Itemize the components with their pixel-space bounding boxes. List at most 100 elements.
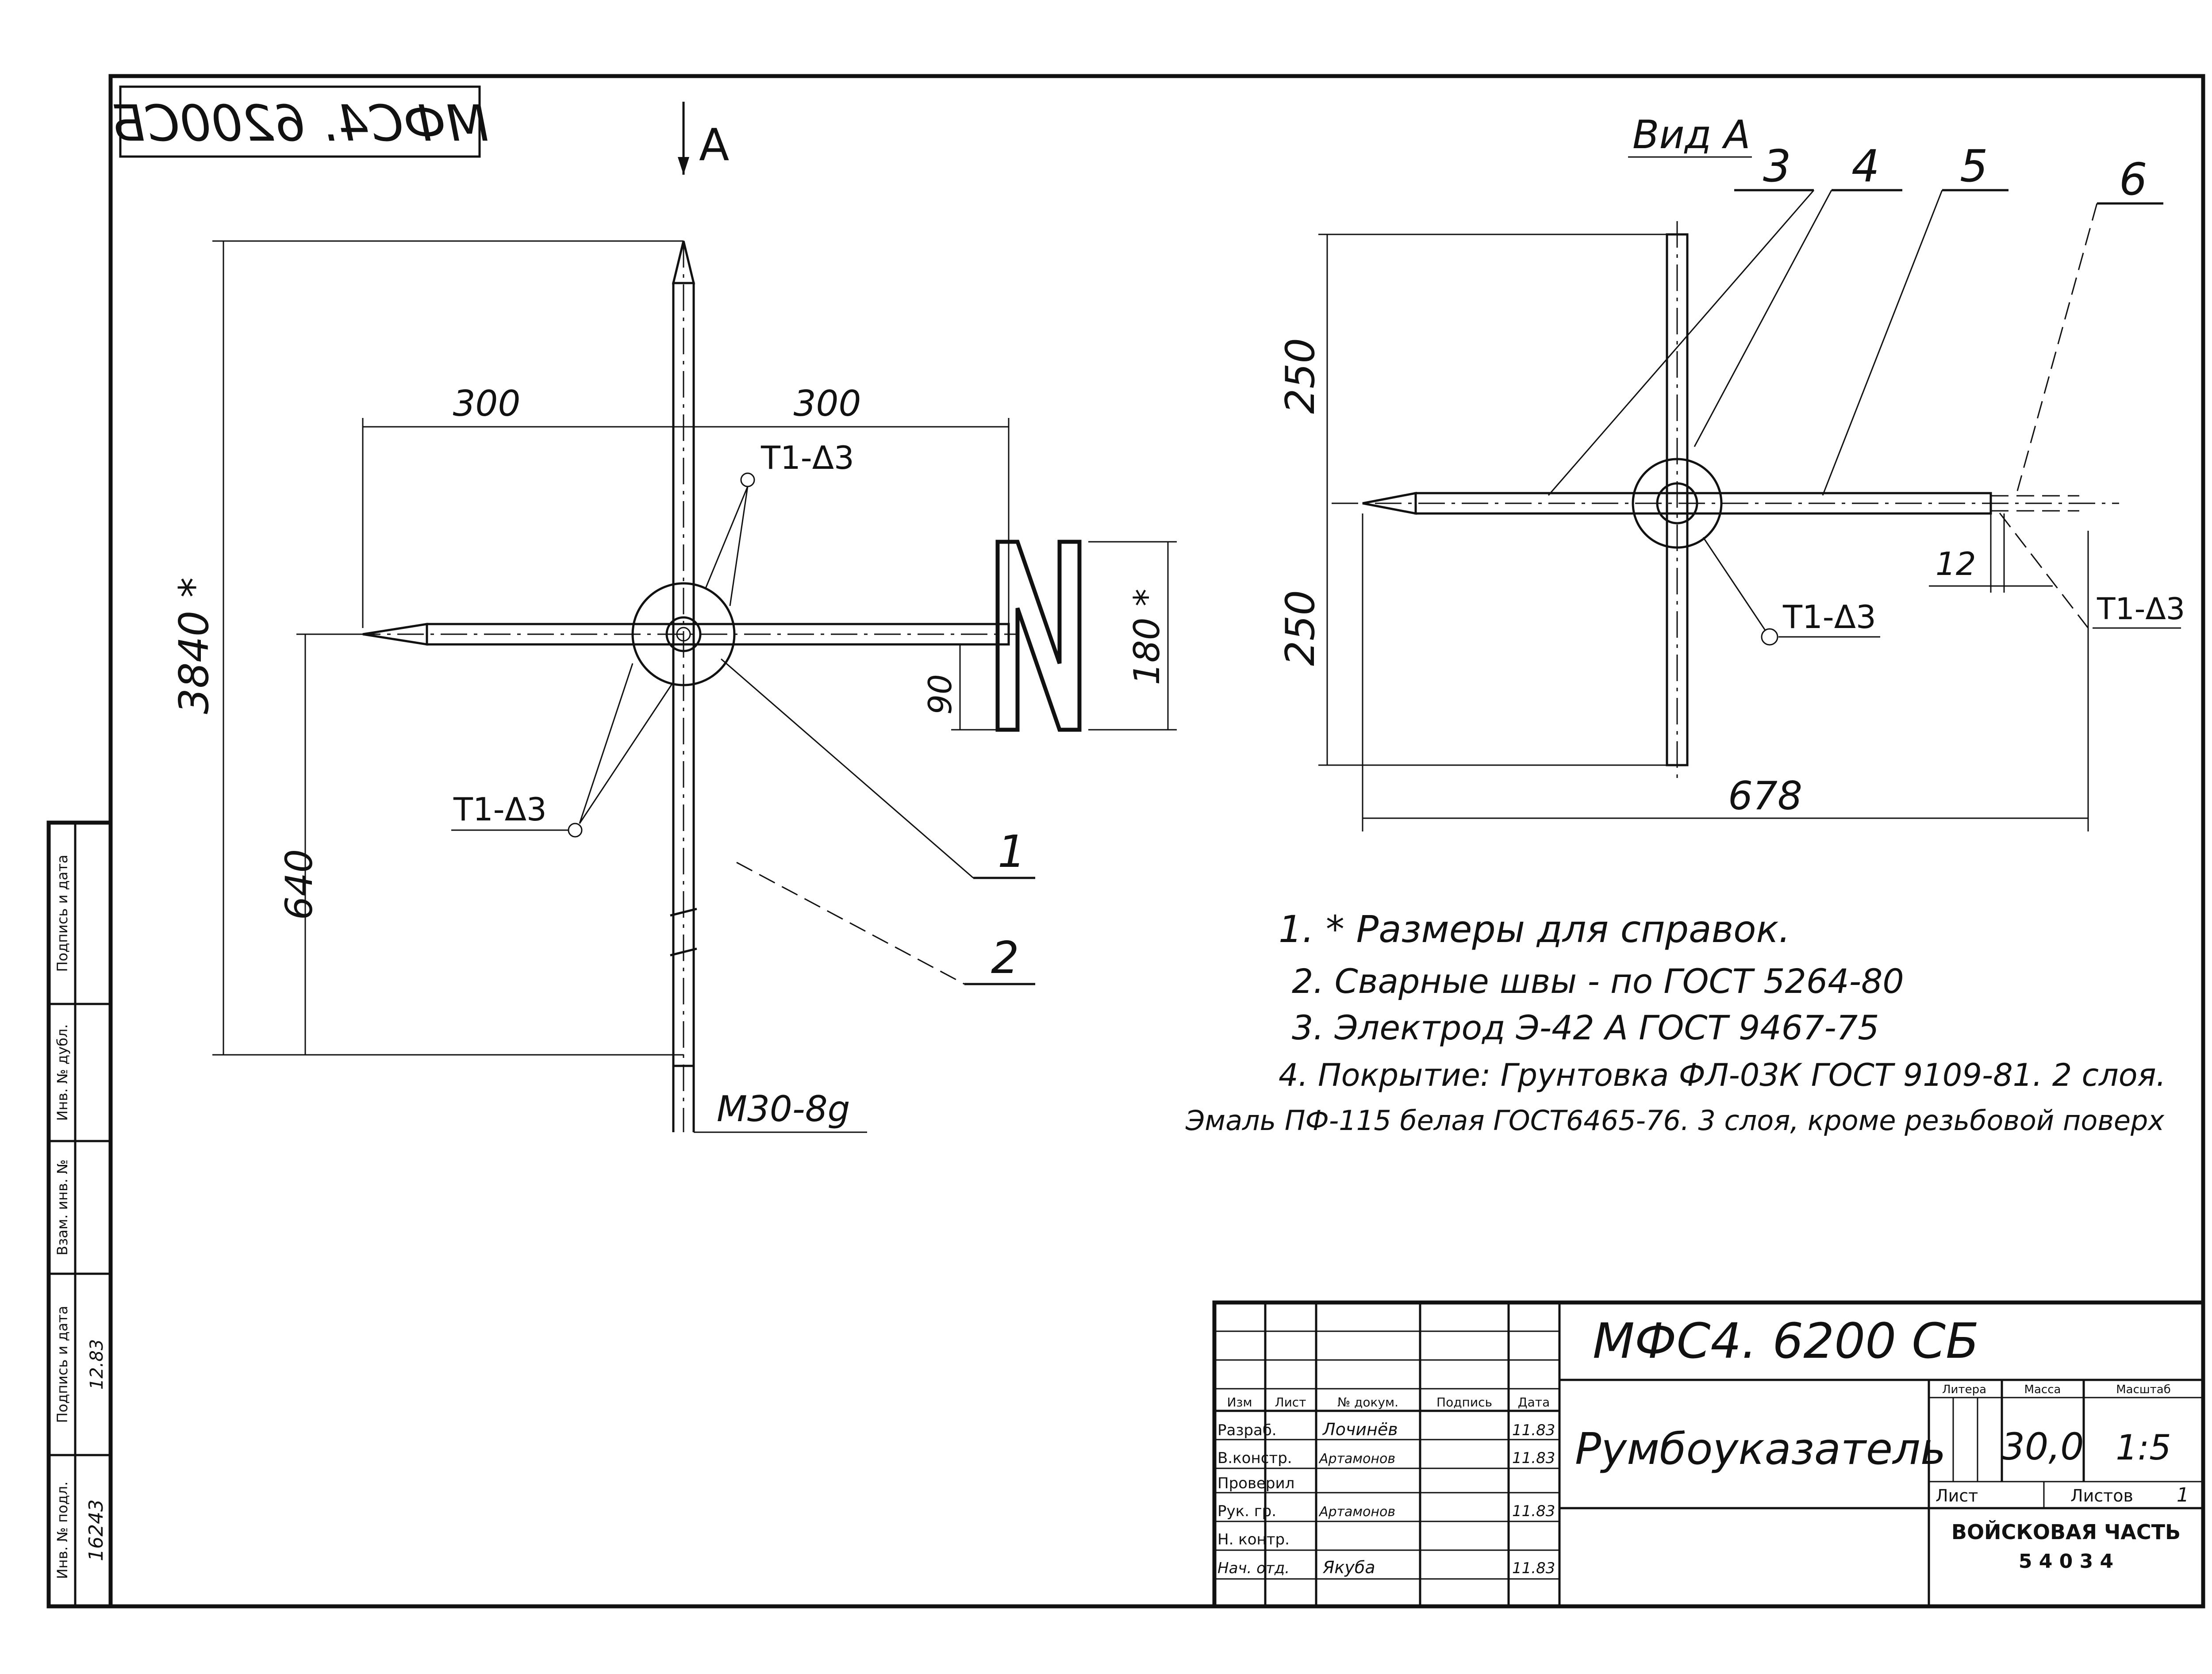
side-strip: Инв. № подл. 16243 Подпись и дата 12.83 … <box>46 820 113 1609</box>
weld-marker <box>568 823 583 838</box>
dim-lower-height: 640 <box>277 849 321 920</box>
sheets-value: 1 <box>2177 1484 2189 1506</box>
date-developer: 11.83 <box>1512 1421 1555 1439</box>
weld-marker <box>740 472 755 487</box>
callout-leader-5 <box>1822 190 1943 496</box>
callout-leader-2 <box>736 862 965 985</box>
name-group-head: Артамонов <box>1318 1504 1395 1520</box>
callout-leader-4 <box>1694 190 1832 447</box>
side-inv-value: 16243 <box>85 1499 108 1561</box>
stamp-code: МФС4. 6200СБ <box>111 95 489 153</box>
role-dept-head: Нач. отд. <box>1217 1559 1290 1577</box>
hdr-signature: Подпись <box>1436 1395 1492 1410</box>
weld-label-center: Т1-Δ3 <box>1782 598 1876 636</box>
side-sign-date-label-2: Подпись и дата <box>54 854 71 972</box>
hub-hole <box>665 616 702 652</box>
side-inv-label: Инв. № подл. <box>54 1482 71 1579</box>
note-1: 1. * Размеры для справок. <box>1279 908 1790 951</box>
note-5: Эмаль ПФ-115 белая ГОСТ6465-76. 3 слоя, … <box>1185 1104 2165 1137</box>
callout-leader-3 <box>1548 190 1815 496</box>
callout-6: 6 <box>2119 153 2147 205</box>
dim-right-width: 300 <box>794 383 861 424</box>
view-title: Вид A <box>1632 112 1751 157</box>
role-lead-designer: В.констр. <box>1217 1449 1292 1467</box>
weld-leader <box>1999 513 2089 628</box>
date-lead-designer: 11.83 <box>1512 1449 1555 1467</box>
weld-marker <box>1761 628 1778 646</box>
role-developer: Разраб. <box>1217 1421 1277 1439</box>
name-lead-designer: Артамонов <box>1318 1451 1395 1467</box>
weld-leader <box>1702 537 1766 631</box>
view-a-hub-hole <box>1656 482 1698 525</box>
right-view: Вид A 250 250 678 12 <box>1277 112 2185 831</box>
side-replace-label: Взам. инв. № <box>54 1159 71 1255</box>
hub-disc <box>631 582 736 686</box>
weld-leader <box>729 486 749 606</box>
dim-letter-offset: 90 <box>922 674 959 715</box>
weld-leader <box>705 486 749 589</box>
side-dup-label: Инв. № дубл. <box>54 1024 71 1121</box>
org-line-2: 5 4 0 3 4 <box>2019 1550 2113 1573</box>
sheet-label: Лист <box>1936 1486 1978 1505</box>
mass-value: 30,0 <box>2001 1425 2084 1468</box>
hub-inner-hole <box>676 627 691 642</box>
hdr-docno: № докум. <box>1337 1395 1398 1410</box>
view-a-hub <box>1632 458 1723 549</box>
horizontal-rod-tip <box>362 623 428 646</box>
thread-label: М30-8g <box>717 1088 850 1130</box>
role-norm-control: Н. контр. <box>1217 1531 1290 1548</box>
weld-label-top: Т1-Δ3 <box>760 439 854 476</box>
hdr-date: Дата <box>1518 1395 1550 1410</box>
dim-left-width: 300 <box>453 383 521 424</box>
weld-label-end: Т1-Δ3 <box>2097 592 2185 627</box>
view-arrow-label: A <box>699 119 729 171</box>
notes: 1. * Размеры для справок. 2. Сварные швы… <box>1185 908 2166 1137</box>
title-block: Изм Лист № докум. Подпись Дата Разраб. Л… <box>1212 1300 2205 1609</box>
sheet-frame <box>108 74 2205 1609</box>
weld-label-left: Т1-Δ3 <box>453 791 547 828</box>
note-2: 2. Сварные швы - по ГОСТ 5264-80 <box>1292 961 1904 1001</box>
dim-total-height: 3840 * <box>170 577 218 714</box>
callout-2: 2 <box>991 932 1019 984</box>
doc-name: Румбоуказатель <box>1575 1424 1946 1475</box>
dim-lower: 250 <box>1277 590 1324 666</box>
weld-leader <box>579 663 634 824</box>
dim-letter-height: 180 * <box>1126 589 1167 685</box>
sheets-label: Листов <box>2070 1486 2133 1505</box>
side-sign-date-label: Подпись и дата <box>54 1306 71 1423</box>
callout-4: 4 <box>1851 140 1880 192</box>
dim-upper: 250 <box>1277 338 1324 414</box>
view-a-rod-tip <box>1362 491 1417 515</box>
name-developer: Лочинёв <box>1322 1420 1398 1439</box>
hdr-mass: Масса <box>2024 1383 2061 1396</box>
name-dept-head: Якуба <box>1322 1558 1375 1577</box>
hdr-sheet: Лист <box>1275 1395 1306 1410</box>
hdr-change: Изм <box>1227 1395 1252 1410</box>
callout-leader-6 <box>2016 203 2098 491</box>
date-group-head: 11.83 <box>1512 1502 1555 1520</box>
dim-gap: 12 <box>1936 545 1976 582</box>
callout-5: 5 <box>1960 140 1988 192</box>
hdr-letter: Литера <box>1942 1383 1986 1396</box>
left-view: 3840 * 640 300 300 180 * 90 М30-8g <box>170 240 1177 1133</box>
note-4: 4. Покрытие: Грунтовка ФЛ-03К ГОСТ 9109-… <box>1279 1057 2166 1093</box>
callout-1: 1 <box>998 826 1026 877</box>
weld-leader <box>579 683 673 824</box>
view-arrow-head <box>678 157 689 175</box>
break-mark <box>670 908 697 917</box>
note-3: 3. Электрод Э-42 А ГОСТ 9467-75 <box>1292 1008 1879 1047</box>
org-line-1: ВОЙСКОВАЯ ЧАСТЬ <box>1951 1520 2181 1544</box>
date-dept-head: 11.83 <box>1512 1559 1555 1577</box>
callout-leader-1 <box>721 658 974 879</box>
hdr-scale: Масштаб <box>2116 1383 2171 1396</box>
dim-width: 678 <box>1728 773 1802 819</box>
scale-value: 1:5 <box>2116 1428 2171 1468</box>
stamp-box <box>119 85 481 158</box>
doc-code: МФС4. 6200 СБ <box>1593 1313 1979 1369</box>
role-checker: Проверил <box>1217 1475 1294 1492</box>
side-sign-date-value: 12.83 <box>87 1339 107 1390</box>
break-mark <box>670 947 697 957</box>
rod-tip <box>672 241 695 284</box>
